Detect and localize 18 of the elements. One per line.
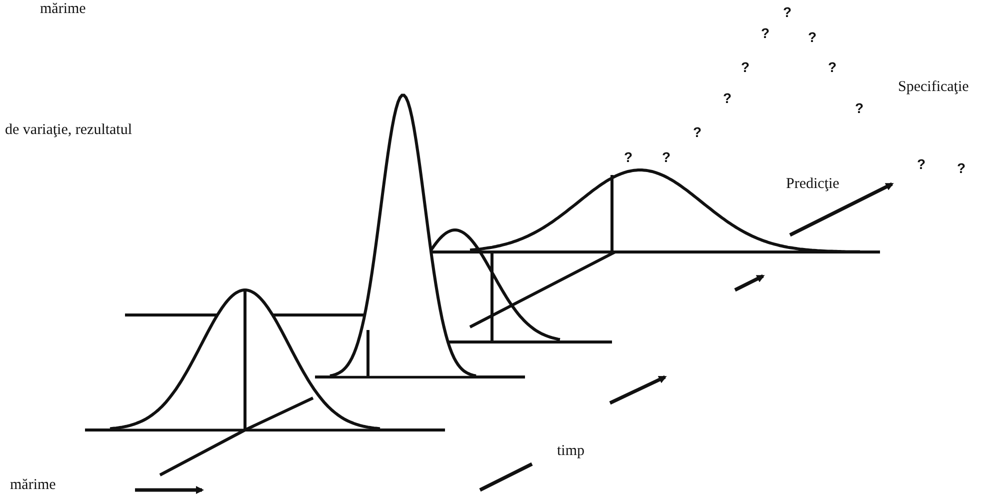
question-mark: ? — [855, 101, 864, 115]
question-mark: ? — [723, 91, 732, 105]
axis-label: de variaţie, rezultatul — [5, 121, 132, 139]
question-mark: ? — [828, 60, 837, 74]
question-mark: ? — [808, 30, 817, 44]
axis-label: mărime — [10, 476, 56, 494]
question-mark: ? — [917, 157, 926, 171]
axis-label: timp — [557, 442, 585, 460]
question-mark: ? — [662, 150, 671, 164]
axis-label: mărime — [40, 0, 86, 18]
question-mark: ? — [783, 5, 792, 19]
specification-label: Specificaţie — [898, 78, 969, 96]
question-mark: ? — [624, 150, 633, 164]
question-mark: ? — [761, 26, 770, 40]
question-mark: ? — [957, 161, 966, 175]
question-mark: ? — [741, 60, 750, 74]
question-mark: ? — [693, 125, 702, 139]
prediction-label: Predicţie — [786, 175, 840, 193]
